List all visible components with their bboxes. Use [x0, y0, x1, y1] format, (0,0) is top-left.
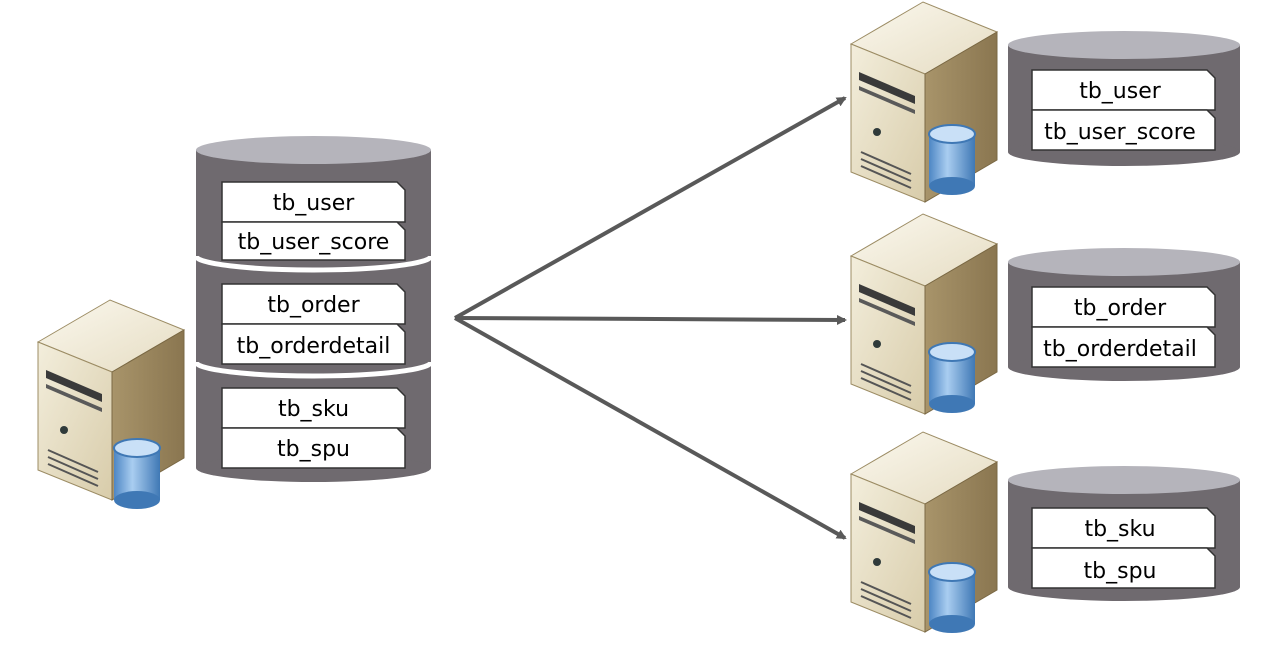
database-icon	[113, 438, 161, 509]
source-table-box: tb_user	[221, 181, 406, 223]
target-server	[849, 1, 999, 203]
server-icon	[849, 213, 999, 415]
servers	[36, 1, 999, 633]
target-server	[849, 431, 999, 633]
server-icon	[849, 1, 999, 203]
target-table-box: tb_user	[1031, 69, 1216, 111]
target-table-box: tb_orderdetail	[1031, 326, 1216, 368]
arrow-to-sku-shard	[454, 316, 847, 540]
target-table-label: tb_user	[1079, 79, 1162, 104]
source-table-label: tb_user_score	[238, 230, 390, 255]
database-icon	[928, 562, 976, 633]
server-icon	[36, 299, 186, 501]
target-table-label: tb_user_score	[1044, 120, 1196, 145]
arrow-to-order-shard	[454, 314, 847, 325]
source-table-box: tb_user_score	[221, 221, 406, 261]
target-table-label: tb_spu	[1084, 559, 1157, 584]
source-tables: tb_user tb_user_score tb_order tb_orderd…	[221, 181, 406, 469]
source-table-box: tb_sku	[221, 387, 406, 429]
target-table-label: tb_order	[1074, 296, 1167, 321]
database-icon	[928, 124, 976, 195]
target-table-box: tb_order	[1031, 286, 1216, 328]
server-icon	[849, 431, 999, 633]
source-table-box: tb_orderdetail	[221, 323, 406, 365]
database-icon	[928, 342, 976, 413]
source-table-label: tb_spu	[277, 437, 350, 462]
target-table-box: tb_sku	[1031, 507, 1216, 549]
source-server	[36, 299, 186, 509]
target-server	[849, 213, 999, 415]
target-table-box: tb_spu	[1031, 547, 1216, 589]
source-table-label: tb_order	[267, 293, 360, 318]
arrows	[454, 96, 847, 540]
target-table-label: tb_sku	[1084, 517, 1155, 542]
target-tables: tb_user tb_user_score tb_order tb_orderd…	[1031, 69, 1216, 589]
arrow-to-user-shard	[454, 96, 847, 320]
source-table-box: tb_order	[221, 283, 406, 325]
source-table-label: tb_orderdetail	[237, 334, 391, 359]
source-table-label: tb_sku	[278, 397, 349, 422]
source-table-label: tb_user	[273, 191, 356, 216]
target-table-label: tb_orderdetail	[1043, 337, 1197, 362]
target-table-box: tb_user_score	[1031, 109, 1216, 151]
source-table-box: tb_spu	[221, 427, 406, 469]
